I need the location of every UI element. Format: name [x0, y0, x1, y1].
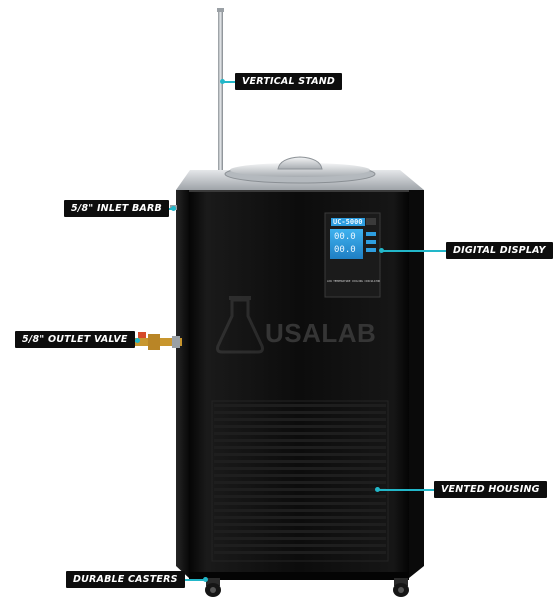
- vent-slat: [214, 544, 386, 547]
- rod-cap: [217, 8, 224, 12]
- vent-slat: [214, 453, 386, 456]
- callout-digital-display: DIGITAL DISPLAY: [446, 242, 553, 259]
- brand-watermark: USALAB: [265, 318, 377, 348]
- leader-digital-display: [382, 250, 446, 252]
- leader-dot-durable-casters: [203, 577, 208, 582]
- vent-slat: [214, 460, 386, 463]
- vent-slat: [214, 411, 386, 414]
- leader-dot-vertical-stand: [220, 79, 225, 84]
- vent-slat: [214, 516, 386, 519]
- leader-dot-inlet-barb: [171, 206, 176, 211]
- vent-slat: [214, 523, 386, 526]
- vent-slat: [214, 404, 386, 407]
- lcd-screen: [330, 229, 363, 259]
- callout-outlet-valve: 5/8" OUTLET VALVE: [15, 331, 135, 348]
- vent-slat: [214, 537, 386, 540]
- display-reading-top: 00.0: [334, 232, 356, 242]
- vent-slat: [214, 495, 386, 498]
- vent-slat: [214, 509, 386, 512]
- display-model: UC-5000: [331, 218, 365, 226]
- vent-grille: [211, 400, 389, 562]
- callout-vented-housing: VENTED HOUSING: [434, 481, 547, 498]
- vertical-stand-rod: [218, 8, 223, 178]
- vent-slat: [214, 446, 386, 449]
- caster-left: [205, 578, 221, 597]
- leader-vented-housing: [378, 489, 434, 491]
- leader-durable-casters: [166, 579, 206, 581]
- cabinet-side: [176, 190, 189, 578]
- lid-handle: [277, 156, 323, 170]
- leader-vertical-stand: [224, 81, 235, 83]
- leader-dot-vented-housing: [375, 487, 380, 492]
- outlet-valve: [134, 332, 182, 350]
- vent-slat: [214, 474, 386, 477]
- reservoir-lid: [230, 163, 370, 177]
- vent-slat: [214, 432, 386, 435]
- display-reading-bottom: 00.0: [334, 245, 356, 255]
- leader-dot-outlet-valve: [135, 338, 140, 343]
- vent-slat: [214, 530, 386, 533]
- brand-flask-icon: [216, 296, 264, 354]
- vent-slat: [214, 481, 386, 484]
- vent-slat: [214, 502, 386, 505]
- cabinet-right-edge: [409, 190, 424, 578]
- caster-right: [393, 578, 409, 597]
- vent-frame: [211, 400, 389, 562]
- callout-durable-casters: DURABLE CASTERS: [66, 571, 185, 588]
- leader-dot-digital-display: [379, 248, 384, 253]
- cabinet-top-edge: [189, 190, 409, 192]
- panel-logo-mark: [366, 218, 376, 225]
- panel-button-2: [366, 240, 376, 244]
- vent-slat: [214, 425, 386, 428]
- vent-slat: [214, 551, 386, 554]
- cabinet-base: [189, 572, 409, 580]
- callout-vertical-stand: VERTICAL STAND: [235, 73, 343, 90]
- callout-inlet-barb: 5/8" INLET BARB: [64, 200, 169, 217]
- vent-slat: [214, 467, 386, 470]
- panel-button-3: [366, 248, 376, 252]
- vent-slat: [214, 488, 386, 491]
- vent-slat: [214, 418, 386, 421]
- vent-slat: [214, 439, 386, 442]
- panel-caption: LOW TEMPERATURE COOLING CIRCULATOR: [327, 280, 381, 283]
- panel-button-1: [366, 232, 376, 236]
